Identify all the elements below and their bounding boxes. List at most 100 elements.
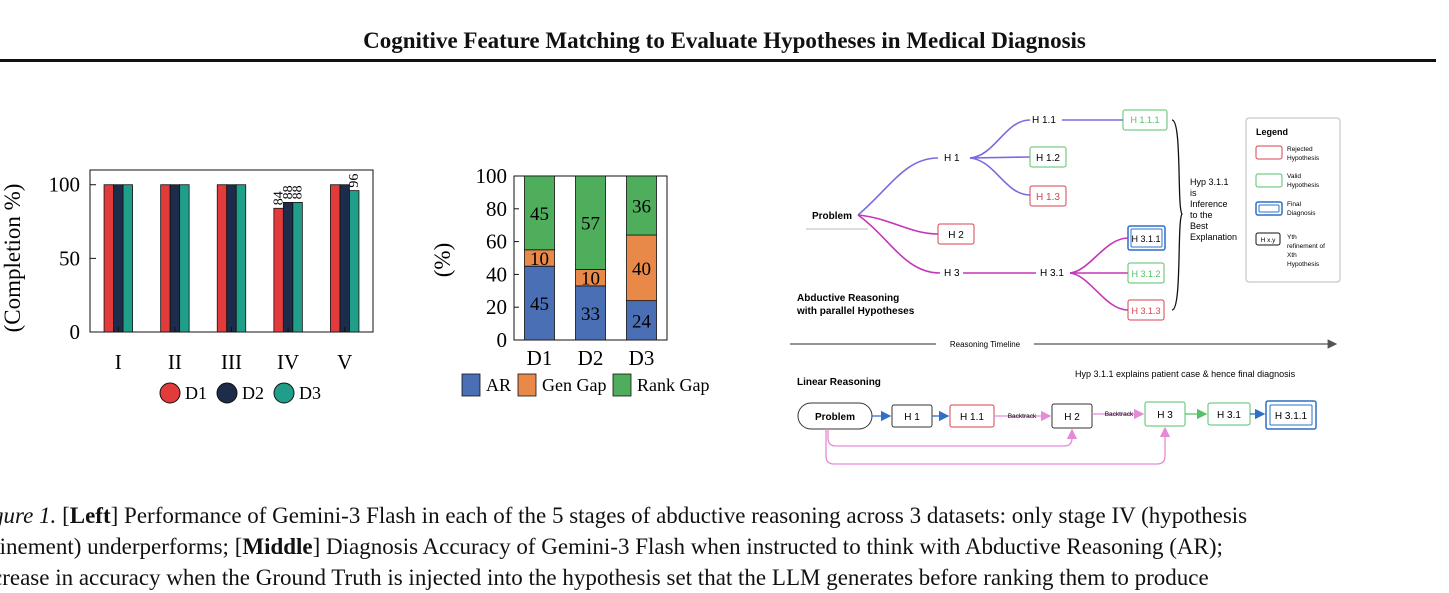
legend-refine-line1: Yth	[1287, 234, 1297, 241]
legend-rejected-swatch	[1255, 145, 1283, 160]
h12-node: H 1.2	[1036, 153, 1060, 164]
y-axis-label: (%)	[430, 243, 455, 277]
legend-label-d3: D3	[299, 383, 321, 403]
linear-backtrack2: Backtrack	[1105, 411, 1134, 418]
y-tick-label: 100	[49, 173, 81, 197]
segment-rank-gap-d1	[524, 175, 555, 251]
segment-gen-gap-d3	[626, 234, 657, 302]
legend-swatch-d2	[216, 382, 238, 404]
y-tick-label: 0	[497, 328, 508, 352]
backtrack-loop-h2	[827, 428, 1078, 447]
bar-d2-v	[339, 184, 350, 333]
bar-d2-iii	[226, 184, 237, 333]
legend-swatch-gen-gap	[517, 373, 537, 397]
linear-h31: H 3.1	[1217, 410, 1241, 421]
bar-d2-ii	[169, 184, 181, 333]
h311-node: H 3.1.1	[1131, 234, 1160, 244]
bar-d3-ii	[179, 184, 190, 333]
ibe-line: Explanation	[1190, 232, 1237, 242]
bar-d3-v	[349, 190, 360, 333]
y-tick-label: 50	[59, 246, 80, 270]
legend-final-swatch	[1255, 201, 1283, 216]
linear-h11: H 1.1	[960, 412, 984, 423]
legend-label-rank-gap: Rank Gap	[637, 375, 709, 395]
caption-middle-keyword: Middle	[242, 534, 313, 559]
data-label: 88	[291, 185, 306, 199]
ibe-line: is	[1190, 188, 1197, 198]
h3-node: H 3	[944, 268, 960, 279]
h12-box	[1029, 146, 1067, 168]
caption-line1-text: Performance of Gemini-3 Flash in each of…	[118, 503, 1248, 528]
h111-node: H 1.1.1	[1130, 115, 1159, 125]
x-tick-label: D1	[527, 346, 553, 370]
y-tick-label: 40	[486, 262, 507, 286]
legend-rejected-line2: Hypothesis	[1287, 155, 1320, 162]
backtrack-loop-h3	[825, 426, 1171, 465]
x-tick-label: III	[221, 350, 242, 374]
segment-value-label: 45	[530, 204, 549, 225]
h2-box	[937, 223, 975, 245]
legend-valid-line2: Hypothesis	[1287, 182, 1320, 189]
legend-refine-swatch	[1255, 232, 1281, 246]
legend-swatch-d1	[159, 382, 181, 404]
caption-line2-text: ] Diagnosis Accuracy of Gemini-3 Flash w…	[312, 534, 1223, 559]
h313-node: H 3.1.3	[1131, 306, 1160, 316]
linear-h2: H 2	[1064, 412, 1080, 423]
linear-note: Hyp 3.1.1 explains patient case & hence …	[1075, 369, 1296, 379]
linear-h311-box-outer	[1265, 400, 1317, 430]
legend-valid-swatch	[1255, 173, 1283, 188]
legend-rejected-line1: Rejected	[1287, 146, 1313, 153]
bar-d1-ii	[160, 184, 171, 333]
segment-value-label: 40	[632, 259, 651, 280]
caption-line-3: crease in accuracy when the Ground Truth…	[0, 565, 1209, 590]
h313-box	[1127, 299, 1165, 321]
segment-value-label: 57	[581, 214, 600, 235]
h13-box	[1029, 185, 1067, 207]
legend-title: Legend	[1256, 127, 1288, 137]
reasoning-diagram: Problem H 1 H 1.1 H 1.1.1 H 1.2 H 1.3 H …	[790, 109, 1341, 465]
h2-node: H 2	[948, 230, 964, 241]
segment-value-label: 45	[530, 294, 549, 315]
caption-line-1: gure 1. [Left] Performance of Gemini-3 F…	[0, 500, 1437, 531]
legend-refine-line2: refinement of	[1287, 243, 1325, 250]
h11-node: H 1.1	[1032, 115, 1056, 126]
y-tick-label: 80	[486, 197, 507, 221]
timeline-label-bg	[936, 338, 1034, 350]
linear-backtrack1: Backtrack	[1008, 413, 1037, 420]
legend-final-swatch-inner	[1258, 204, 1280, 213]
y-axis-label: (Completion %)	[0, 184, 25, 333]
legend-swatch-rank-gap	[612, 373, 632, 397]
ibe-line: to the	[1190, 210, 1213, 220]
bar-d2-iv	[282, 202, 294, 333]
segment-value-label: 10	[530, 249, 549, 270]
bar-d1-iv	[273, 207, 284, 333]
ibe-line: Inference	[1190, 199, 1228, 209]
h13-node: H 1.3	[1036, 192, 1060, 203]
x-tick-label: II	[168, 350, 182, 374]
legend-label-d1: D1	[185, 383, 207, 403]
y-tick-label: 100	[476, 164, 508, 188]
h111-box	[1122, 109, 1168, 131]
y-tick-label: 20	[486, 295, 507, 319]
segment-rank-gap-d3	[626, 175, 657, 236]
data-label: 96	[347, 174, 362, 188]
ibe-brace	[1171, 119, 1183, 311]
x-tick-label: D3	[629, 346, 655, 370]
linear-problem: Problem	[815, 412, 855, 423]
bar-d2-i	[113, 184, 124, 333]
segment-value-label: 36	[632, 197, 651, 218]
h311-box-inner	[1130, 228, 1163, 248]
legend-label-gen-gap: Gen Gap	[542, 375, 606, 395]
segment-value-label: 33	[581, 304, 600, 325]
figure-caption: gure 1. [Left] Performance of Gemini-3 F…	[0, 500, 1437, 593]
linear-h3: H 3	[1157, 410, 1173, 421]
bar-d1-i	[103, 184, 114, 333]
problem-node: Problem	[812, 211, 852, 222]
legend-label-ar: AR	[486, 375, 511, 395]
linear-h311: H 3.1.1	[1275, 411, 1308, 422]
x-tick-label: V	[337, 350, 352, 374]
abductive-label-line1: Abductive Reasoning	[797, 293, 899, 304]
title-rule	[0, 59, 1436, 62]
bar-d3-iv	[292, 202, 303, 333]
